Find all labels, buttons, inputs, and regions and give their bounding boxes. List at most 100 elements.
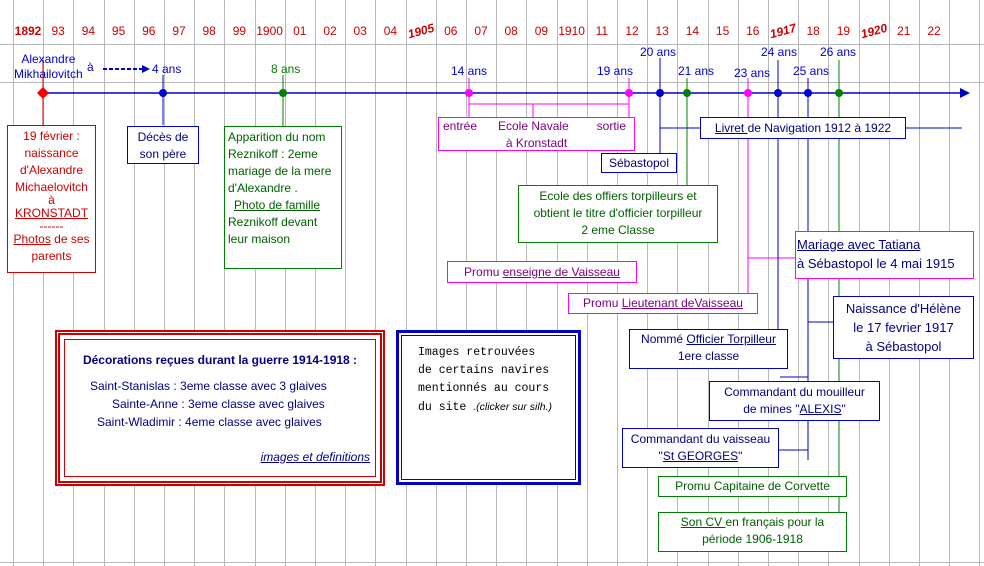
grid-vline [13, 0, 14, 566]
year-label: 99 [232, 24, 247, 38]
year-label: 14 [685, 24, 700, 38]
year-label: 19 [836, 24, 851, 38]
lieutenant-link[interactable]: Lieutenant deVaisseau [621, 296, 743, 310]
livret-box: Livret de Navigation 1912 à 1922 [700, 117, 906, 139]
decorations-link[interactable]: images et definitions [260, 450, 370, 464]
father-death-box: Décès de son père [127, 126, 199, 164]
age-label: 20 ans [640, 45, 677, 59]
grid-vline [345, 0, 347, 566]
grid-vline [888, 0, 890, 566]
corvette-box: Promu Capitaine de Corvette [658, 476, 847, 497]
age-label: 4 ans [152, 62, 182, 76]
grid-vline [858, 0, 860, 566]
year-label: 18 [806, 24, 820, 38]
year-label: 1910 [558, 24, 585, 38]
grid-hline [0, 562, 984, 563]
year-label: 07 [474, 24, 488, 38]
sebastopol-box: Sébastopol [601, 153, 677, 173]
grid-vline [677, 0, 679, 566]
year-label: 16 [746, 24, 760, 38]
alexis-box: Commandant du mouilleur de mines "ALEXIS… [709, 381, 880, 421]
year-label: 03 [353, 24, 367, 38]
grid-hline [0, 44, 984, 45]
grid-vline [194, 0, 196, 566]
year-label: 01 [293, 24, 307, 38]
helene-birth-box: Naissance d'Hélène le 17 fevrier 1917 à … [833, 296, 974, 359]
age-label: 8 ans [271, 62, 301, 76]
person-name: Alexandre Mikhailovitch [14, 52, 83, 81]
grid-vline [768, 0, 769, 566]
grid-vline [828, 0, 830, 566]
age-label: 14 ans [451, 64, 488, 78]
grid-vline [737, 0, 739, 566]
birth-box: 19 février : naissance d'Alexandre Micha… [7, 125, 96, 273]
marriage-link[interactable]: Mariage avec Tatiana [797, 237, 921, 252]
decorations-panel: Décorations reçues durant la guerre 1914… [55, 330, 385, 486]
torpedo-officer-box: Nommé Officier Torpilleur 1ere classe [629, 329, 788, 369]
year-label: 96 [142, 24, 156, 38]
year-label: 22 [927, 24, 941, 38]
grid-hline [0, 82, 984, 83]
cv-link[interactable]: Son CV [680, 515, 726, 529]
age-label: 26 ans [820, 45, 857, 59]
grid-vline [405, 0, 407, 566]
age-label: 19 ans [597, 64, 634, 78]
grid-vline [284, 0, 286, 566]
st-georges-link[interactable]: St GEORGES [662, 449, 739, 463]
grid-vline [375, 0, 377, 566]
cv-box: Son CV en français pour la période 1906-… [658, 512, 847, 552]
grid-vline [133, 0, 135, 566]
torpedo-officer-link[interactable]: Officier Torpilleur [686, 332, 776, 346]
grid-vline [526, 0, 528, 566]
year-label: 02 [323, 24, 337, 38]
year-label: 11 [595, 24, 609, 38]
grid-vline [556, 0, 558, 566]
grid-vline [103, 0, 105, 566]
year-label: 97 [172, 24, 186, 38]
age-label: 21 ans [678, 64, 715, 78]
year-label: 04 [383, 24, 398, 38]
year-label: 21 [897, 24, 911, 38]
kronstadt-link[interactable]: KRONSTADT [14, 206, 89, 220]
year-label: 95 [111, 24, 126, 38]
grid-vline [979, 0, 981, 566]
photos-parents-link[interactable]: Photos [13, 232, 51, 246]
grid-vline [254, 0, 256, 566]
year-label: 06 [444, 24, 458, 38]
grid-vline [919, 0, 920, 566]
grid-vline [466, 0, 467, 566]
grid-vline [224, 0, 226, 566]
grid-vline [315, 0, 316, 566]
alexis-link[interactable]: ALEXIS [799, 402, 842, 416]
year-label: 94 [81, 24, 96, 38]
st-georges-box: Commandant du vaisseau "St GEORGES" [622, 428, 779, 468]
arrow-label: à [87, 60, 94, 74]
family-photo-link[interactable]: Photo de famille [234, 198, 321, 212]
year-label: 93 [51, 24, 65, 38]
marriage-box: Mariage avec Tatiana à Sébastopol le 4 m… [795, 231, 974, 279]
year-label: 98 [202, 24, 216, 38]
grid-vline [586, 0, 588, 566]
grid-vline [73, 0, 75, 566]
grid-vline [949, 0, 951, 566]
grid-vline [435, 0, 437, 566]
age-label: 23 ans [734, 66, 771, 80]
grid-vline [43, 0, 45, 566]
age-label: 25 ans [793, 64, 830, 78]
naval-school-box: entrée Ecole Navale sortie à Kronstadt [438, 117, 635, 151]
grid-vline [164, 0, 165, 566]
livret-link[interactable]: Livret [714, 121, 748, 135]
axis-arrow-icon [960, 88, 970, 98]
year-label: 08 [504, 24, 518, 38]
grid-vline [617, 0, 618, 566]
grid-vline [798, 0, 800, 566]
year-label: 1892 [14, 24, 42, 38]
grid-vline [647, 0, 649, 566]
enseigne-box: Promu enseigne de Vaisseau [447, 261, 637, 283]
torpedo-school-box: Ecole des offiers torpilleurs et obtient… [518, 185, 718, 243]
enseigne-link[interactable]: enseigne de Vaisseau [502, 265, 620, 279]
lieutenant-box: Promu Lieutenant deVaisseau [568, 293, 758, 314]
grid-vline [496, 0, 498, 566]
ships-panel[interactable]: Images retrouvées de certains navires me… [396, 330, 581, 485]
